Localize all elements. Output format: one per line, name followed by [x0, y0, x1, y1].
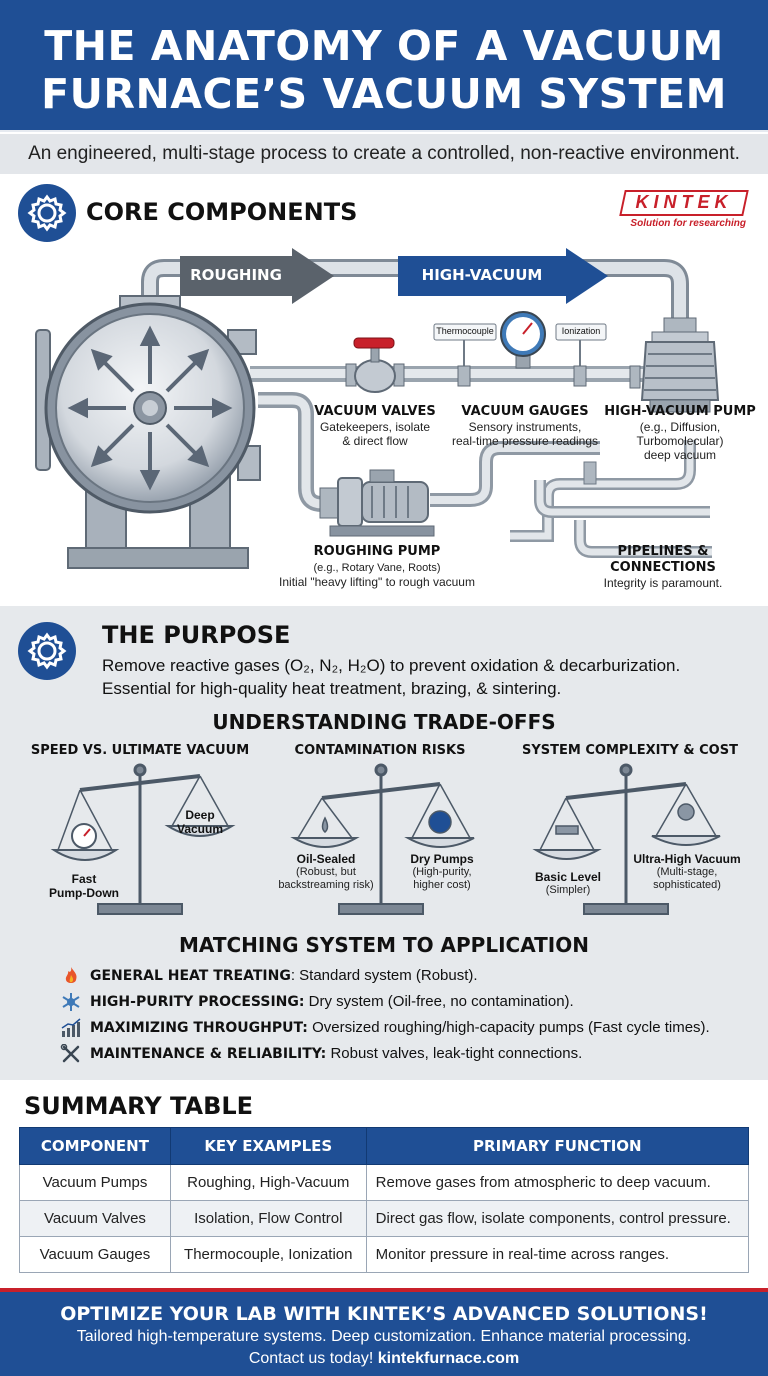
high-vacuum-pump-label: HIGH-VACUUM PUMP (e.g., Diffusion, Turbo…: [600, 404, 760, 462]
scale1-right-label: Deep Vacuum: [176, 808, 224, 836]
col-header-function: PRIMARY FUNCTION: [365, 1127, 750, 1165]
scale3-left-label: Basic Level (Simpler): [534, 870, 602, 896]
purity-icon: [62, 993, 80, 1011]
footer-headline: OPTIMIZE YOUR LAB WITH KINTEK’S ADVANCED…: [60, 1303, 708, 1325]
pipelines-title-1: PIPELINES &: [617, 544, 709, 559]
table-cell: Remove gases from atmospheric to deep va…: [365, 1164, 750, 1201]
table-row: Vacuum Valves Isolation, Flow Control Di…: [19, 1200, 750, 1237]
summary-header-row: COMPONENT KEY EXAMPLES PRIMARY FUNCTION: [19, 1127, 750, 1165]
table-row: Vacuum Pumps Roughing, High-Vacuum Remov…: [19, 1164, 750, 1201]
table-cell: Thermocouple, Ionization: [169, 1236, 367, 1273]
roughing-pump-label: ROUGHING PUMP (e.g., Rotary Vane, Roots)…: [266, 544, 488, 589]
main-pipeline: [250, 366, 712, 558]
scale-speed: [50, 763, 236, 915]
page-subtitle: An engineered, multi-stage process to cr…: [0, 134, 768, 174]
chart-icon: [61, 1018, 81, 1037]
gear-icon: [27, 194, 67, 232]
purpose-title: THE PURPOSE: [102, 621, 291, 649]
purpose-line-2: Essential for high-quality heat treatmen…: [102, 679, 562, 698]
scale-complexity: [532, 763, 721, 915]
ionization-tag: Ionization: [561, 326, 601, 336]
vacuum-system-diagram: [35, 248, 720, 569]
tradeoff-heading-3: SYSTEM COMPLEXITY & COST: [522, 743, 738, 758]
flame-icon: [65, 967, 77, 983]
vacuum-valves-label: VACUUM VALVES Gatekeepers, isolate & dir…: [306, 404, 444, 448]
tradeoff-heading-2: CONTAMINATION RISKS: [294, 743, 466, 758]
roughing-arrow: [180, 248, 334, 304]
vacuum-valve: [345, 337, 405, 393]
table-cell: Monitor pressure in real-time across ran…: [365, 1236, 750, 1273]
logo-tagline: Solution for researching: [630, 218, 746, 229]
pipelines-label: PIPELINES & CONNECTIONS Integrity is par…: [596, 544, 730, 590]
table-cell: Roughing, High-Vacuum: [169, 1164, 367, 1201]
high-vacuum-arrow: [398, 248, 608, 304]
page-title: THE ANATOMY OF A VACUUM FURNACE’S VACUUM…: [0, 0, 768, 118]
scale3-right-label: Ultra-High Vacuum (Multi-stage, sophisti…: [633, 852, 741, 891]
footer-tagline: Tailored high-temperature systems. Deep …: [76, 1328, 692, 1345]
gear-badge-purpose: [18, 622, 76, 680]
scale1-left-label: Fast Pump-Down: [49, 872, 119, 900]
footer-contact: Contact us today! kintekfurnace.com: [248, 1350, 520, 1367]
tradeoff-scales: [50, 763, 721, 915]
col-header-component: COMPONENT: [19, 1127, 171, 1165]
table-cell: Vacuum Valves: [19, 1200, 171, 1237]
table-cell: Isolation, Flow Control: [169, 1200, 367, 1237]
vacuum-gauges-label: VACUUM GAUGES Sensory instruments, real-…: [440, 404, 610, 448]
pipelines-title-2: CONNECTIONS: [610, 560, 716, 575]
gear-badge-core: [18, 184, 76, 242]
logo-wordmark: KINTEK: [635, 192, 733, 212]
core-components-title: CORE COMPONENTS: [86, 198, 358, 226]
scale2-left-label: Oil-Sealed (Robust, but backstreaming ri…: [278, 852, 374, 891]
tradeoffs-title: UNDERSTANDING TRADE-OFFS: [212, 710, 556, 734]
applications-title: MATCHING SYSTEM TO APPLICATION: [179, 933, 589, 957]
title-line-1: THE ANATOMY OF A VACUUM: [44, 22, 724, 70]
purpose-line-1: Remove reactive gases (O₂, N₂, H₂O) to p…: [102, 656, 681, 675]
gauge-assembly: [433, 311, 607, 387]
website-link[interactable]: kintekfurnace.com: [377, 1350, 520, 1367]
summary-table: COMPONENT KEY EXAMPLES PRIMARY FUNCTION …: [19, 1127, 750, 1273]
purpose-text: Remove reactive gases (O₂, N₂, H₂O) to p…: [102, 654, 762, 700]
col-header-examples: KEY EXAMPLES: [169, 1127, 367, 1165]
roughing-arrow-label: ROUGHING: [190, 266, 282, 284]
roughing-pump-title: ROUGHING PUMP: [313, 544, 441, 559]
table-cell: Vacuum Pumps: [19, 1164, 171, 1201]
tools-icon: [60, 1044, 80, 1063]
table-cell: Vacuum Gauges: [19, 1236, 171, 1273]
title-line-2: FURNACE’S VACUUM SYSTEM: [41, 70, 727, 118]
scale-contamination: [290, 763, 475, 915]
header-banner: THE ANATOMY OF A VACUUM FURNACE’S VACUUM…: [0, 0, 768, 132]
vacuum-gauges-title: VACUUM GAUGES: [461, 404, 589, 419]
tradeoff-heading-1: SPEED VS. ULTIMATE VACUUM: [30, 743, 250, 758]
footer-banner: OPTIMIZE YOUR LAB WITH KINTEK’S ADVANCED…: [0, 1288, 768, 1376]
high-vacuum-pump: [629, 317, 720, 413]
thermocouple-tag: Thermocouple: [436, 326, 494, 336]
high-vacuum-arrow-label: HIGH-VACUUM: [421, 266, 543, 284]
gear-icon: [27, 632, 67, 670]
furnace-chamber: [35, 295, 261, 569]
table-row: Vacuum Gauges Thermocouple, Ionization M…: [19, 1236, 750, 1273]
scale2-right-label: Dry Pumps (High-purity, higher cost): [410, 852, 474, 891]
roughing-pump: [319, 469, 435, 537]
summary-title: SUMMARY TABLE: [24, 1092, 254, 1120]
purpose-section: [0, 606, 768, 1080]
kintek-logo: KINTEK Solution for researching: [619, 190, 749, 236]
high-vacuum-pump-title: HIGH-VACUUM PUMP: [604, 404, 756, 419]
vacuum-valves-title: VACUUM VALVES: [314, 404, 436, 419]
table-cell: Direct gas flow, isolate components, con…: [365, 1200, 750, 1237]
